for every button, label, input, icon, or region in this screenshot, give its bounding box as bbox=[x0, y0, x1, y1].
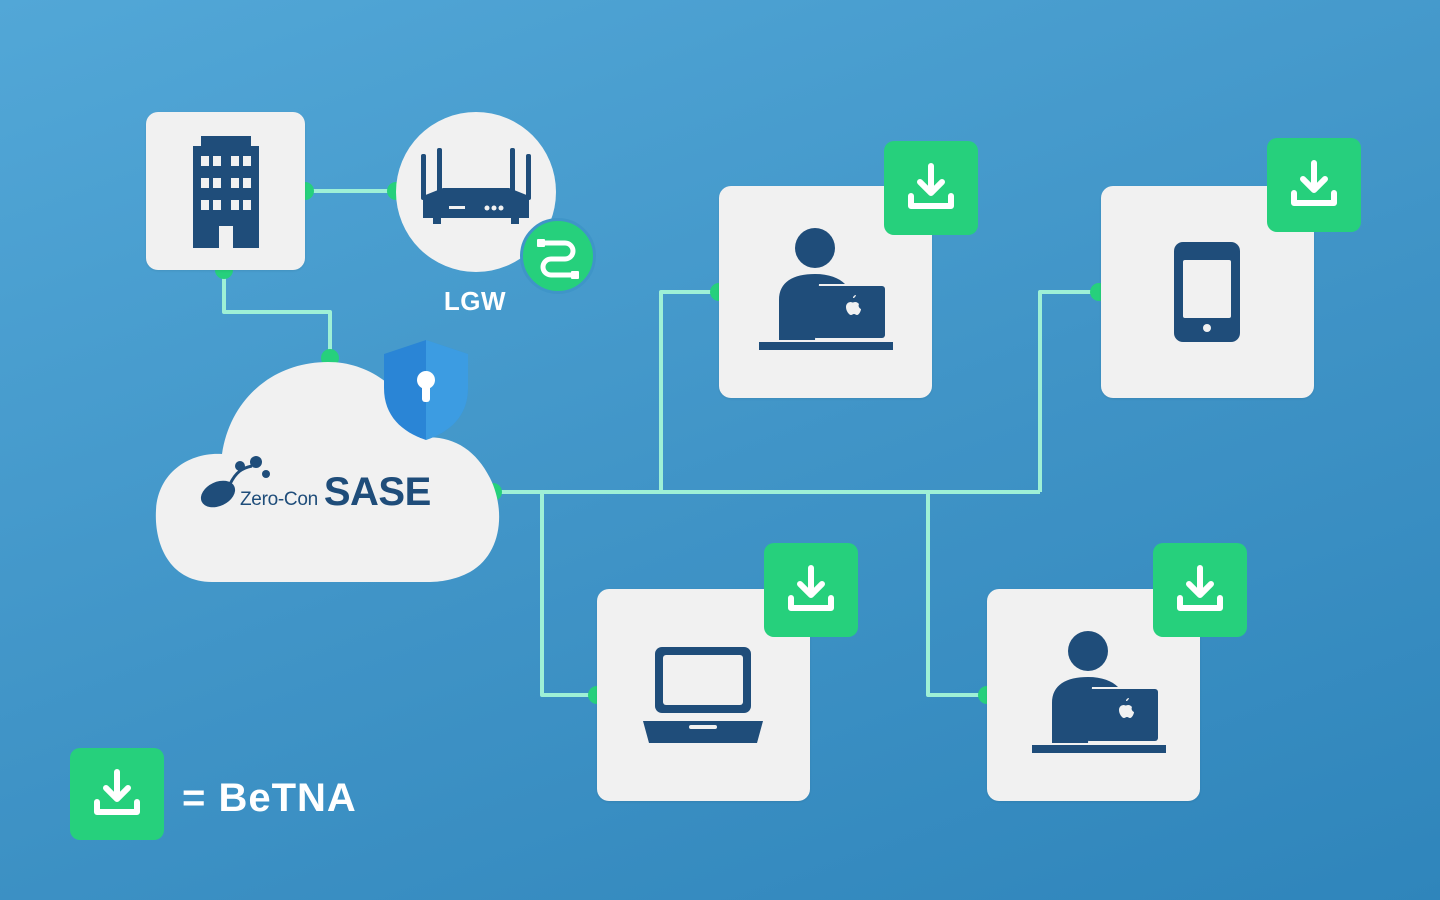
line-laptop bbox=[540, 492, 597, 697]
mac-user-icon bbox=[759, 228, 893, 350]
gateway-node bbox=[396, 112, 556, 272]
download-icon bbox=[908, 163, 954, 209]
betna-badge bbox=[1153, 543, 1247, 637]
laptop-icon bbox=[643, 647, 763, 743]
download-icon bbox=[788, 565, 834, 611]
betna-badge bbox=[764, 543, 858, 637]
line-mobile bbox=[1038, 290, 1099, 492]
line-mac-user-bottom bbox=[926, 492, 987, 697]
zero-con-logo-icon bbox=[200, 456, 270, 508]
line-mac-user-top bbox=[659, 290, 719, 492]
sase-cloud bbox=[155, 340, 500, 582]
link-icon bbox=[537, 239, 579, 279]
brand-prefix: Zero-Con bbox=[240, 489, 318, 510]
betna-badge bbox=[1267, 138, 1361, 232]
mobile-phone-icon bbox=[1174, 242, 1240, 342]
building-node bbox=[146, 112, 305, 270]
sase-brand: Zero-Con SASE bbox=[236, 470, 431, 515]
line-building-cloud bbox=[222, 270, 332, 358]
building-icon bbox=[193, 136, 259, 248]
brand-name: SASE bbox=[323, 470, 431, 514]
download-icon bbox=[1177, 565, 1223, 611]
legend-badge bbox=[70, 748, 164, 840]
download-icon bbox=[1291, 160, 1337, 206]
shield-lock-icon bbox=[384, 340, 468, 440]
gateway-label: LGW bbox=[443, 286, 507, 316]
link-badge bbox=[520, 218, 596, 294]
router-icon bbox=[421, 148, 531, 224]
mac-user-icon bbox=[1032, 631, 1166, 753]
betna-badge bbox=[884, 141, 978, 235]
legend-text: = BeTNA bbox=[182, 776, 357, 820]
download-icon bbox=[94, 769, 140, 815]
